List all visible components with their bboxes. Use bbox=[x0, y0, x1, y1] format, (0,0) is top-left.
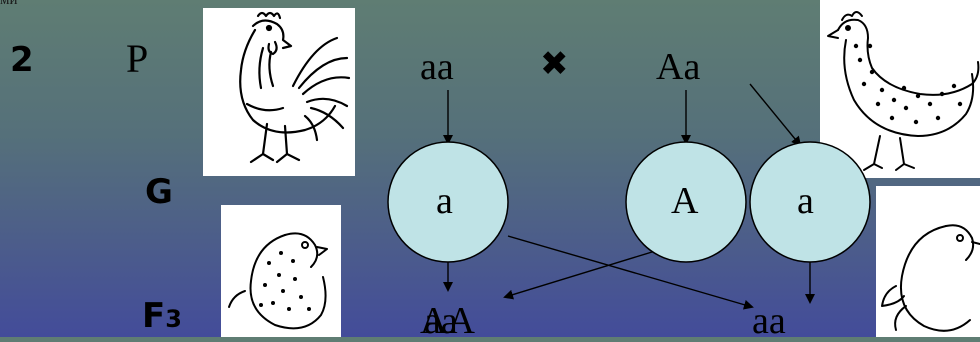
corner-text: ми bbox=[0, 0, 18, 8]
problem-number: 2 bbox=[10, 40, 34, 80]
arrow-gamete-a-right-cross bbox=[507, 235, 754, 310]
cross-symbol: ✖ bbox=[540, 44, 569, 84]
gamete-circle-3 bbox=[749, 141, 871, 263]
arrow-gamete-A-cross bbox=[503, 251, 653, 300]
parent-right-genotype: Aa bbox=[656, 46, 701, 88]
gamete-label-1: a bbox=[436, 180, 453, 222]
rooster-image bbox=[203, 8, 355, 176]
gamete-circle-1 bbox=[387, 141, 509, 263]
speckled-hen-image bbox=[820, 0, 980, 178]
gamete-label-3: a bbox=[797, 180, 814, 222]
offspring-label-suffix: 3 bbox=[165, 305, 182, 333]
gamete-label-2: A bbox=[671, 180, 699, 222]
offspring-left-genotype: AA bbox=[420, 300, 475, 342]
gamete-circle-2 bbox=[625, 141, 747, 263]
offspring-right-genotype: aa bbox=[752, 300, 786, 342]
parent-left-genotype: aa bbox=[420, 46, 454, 88]
arrow-Aa-to-gamete-a bbox=[749, 83, 802, 147]
offspring-label: F3 bbox=[142, 296, 182, 336]
gametes-label: G bbox=[145, 172, 173, 212]
offspring-left-overlap-genotype: aa bbox=[424, 300, 458, 342]
plain-chick-image bbox=[876, 186, 980, 337]
speckled-chick-image bbox=[221, 205, 341, 337]
parents-label: P bbox=[126, 36, 149, 81]
